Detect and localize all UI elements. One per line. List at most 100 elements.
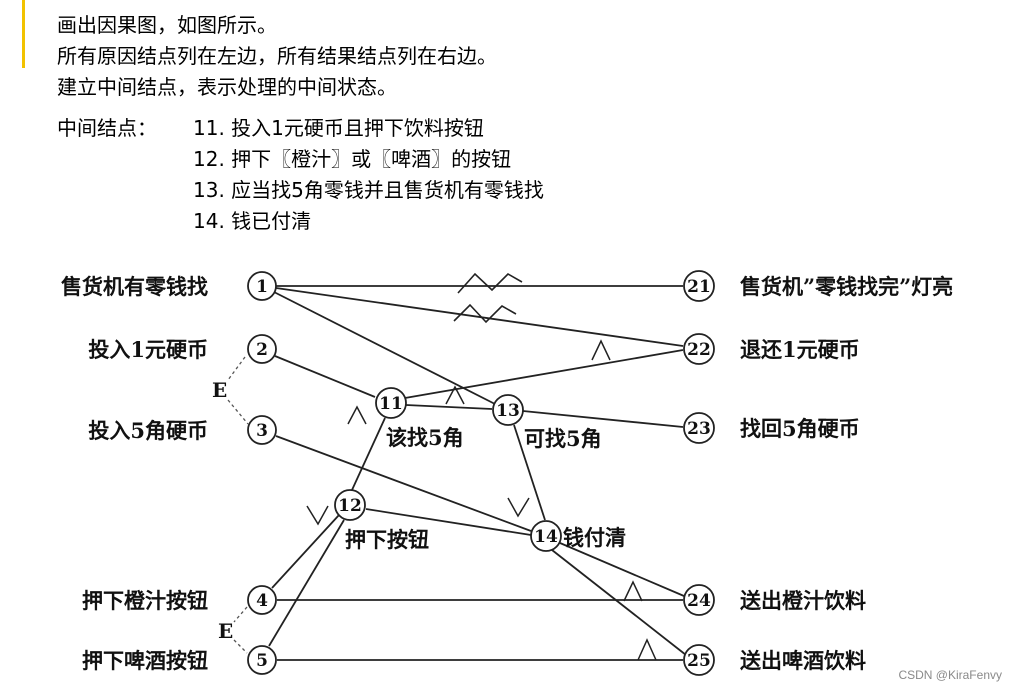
node-1: 1	[247, 271, 277, 301]
node-24: 24	[683, 584, 715, 616]
intermediate-label-12: 押下按钮	[345, 527, 429, 552]
effect-label-25: 送出啤酒饮料	[740, 648, 866, 673]
effect-label-21: 售货机”零钱找完”灯亮	[740, 274, 953, 299]
cause-label-1: 售货机有零钱找	[61, 274, 208, 299]
and-mark-24	[623, 580, 643, 602]
intermediate-nodes-list: 11. 投入1元硬币且押下饮料按钮 12. 押下〖橙汁〗或〖啤酒〗的按钮 13.…	[193, 113, 544, 237]
intermediate-nodes: 11 12 13 14	[334, 387, 562, 552]
node-21: 21	[683, 270, 715, 302]
node-circle	[683, 270, 715, 302]
and-mark-22	[591, 339, 611, 361]
cause-label-4: 押下橙汁按钮	[82, 588, 208, 613]
and-mark-13	[445, 385, 465, 405]
edge-13-14	[513, 424, 546, 521]
node-circle	[334, 489, 366, 521]
watermark: CSDN @KiraFenvy	[898, 668, 1002, 682]
or-mark-12	[306, 505, 329, 526]
node-number: 25	[687, 651, 711, 671]
not-mark-1-22	[453, 303, 517, 324]
intermediate-item-14: 14. 钱已付清	[193, 209, 312, 233]
intermediate-nodes-label: 中间结点：	[57, 116, 157, 140]
constraint-line-5	[233, 639, 248, 654]
node-13: 13	[492, 394, 524, 426]
cause-label-2: 投入1元硬币	[88, 337, 208, 362]
intro-line-2: 所有原因结点列在左边，所有结果结点列在右边。	[57, 44, 497, 68]
node-11: 11	[375, 387, 407, 419]
constraint-e-causes-4-5: E	[218, 619, 233, 643]
intro-line-3: 建立中间结点，表示处理的中间状态。	[57, 75, 397, 99]
node-circle	[683, 333, 715, 365]
node-number: 13	[496, 401, 520, 421]
graph-edges	[268, 285, 687, 661]
node-circle	[683, 584, 715, 616]
effect-label-23: 找回5角硬币	[740, 416, 860, 441]
node-circle	[247, 271, 277, 301]
node-12: 12	[334, 489, 366, 521]
node-number: 21	[687, 277, 711, 297]
node-circle	[247, 645, 277, 675]
edge-4-12	[271, 514, 340, 589]
accent-bar	[22, 0, 25, 68]
cause-nodes: 1 2 3 4 5	[247, 271, 277, 675]
intermediate-labels: 该找5角 押下按钮 可找5角 钱付清	[345, 425, 626, 552]
node-number: 12	[338, 496, 362, 516]
edge-1-22	[275, 287, 684, 347]
node-circle	[683, 412, 715, 444]
node-25: 25	[683, 644, 715, 676]
constraint-lines	[227, 356, 249, 654]
intermediate-item-11: 11. 投入1元硬币且押下饮料按钮	[193, 116, 484, 140]
or-mark-14	[507, 497, 530, 518]
edge-11-22	[404, 349, 684, 399]
edge-1-13	[273, 291, 496, 405]
node-2: 2	[247, 334, 277, 364]
node-circle	[247, 415, 277, 445]
node-circle	[247, 334, 277, 364]
node-number: 23	[687, 419, 711, 439]
cause-label-3: 投入5角硬币	[88, 418, 208, 443]
node-circle	[492, 394, 524, 426]
effect-labels: 售货机”零钱找完”灯亮 退还1元硬币 找回5角硬币 送出橙汁饮料 送出啤酒饮料	[740, 274, 953, 673]
intermediate-item-13: 13. 应当找5角零钱并且售货机有零钱找	[193, 178, 544, 202]
edge-13-23	[522, 410, 684, 428]
not-mark-1-21	[457, 272, 523, 294]
intermediate-label-11: 该找5角	[386, 425, 464, 450]
node-number: 22	[687, 340, 711, 360]
constraint-line-4	[233, 606, 248, 623]
edge-12-14	[365, 508, 532, 536]
edge-3-14	[275, 435, 532, 532]
intermediate-label-13: 可找5角	[524, 426, 602, 451]
node-number: 5	[256, 651, 268, 671]
node-number: 1	[256, 277, 268, 297]
constraint-e-causes-2-3: E	[212, 378, 227, 402]
node-number: 3	[256, 421, 268, 441]
edge-5-12	[268, 519, 345, 647]
logic-marks	[306, 339, 657, 661]
node-5: 5	[247, 645, 277, 675]
node-23: 23	[683, 412, 715, 444]
constraint-line-2	[227, 356, 246, 381]
node-4: 4	[247, 585, 277, 615]
and-mark-25	[637, 638, 657, 661]
node-14: 14	[530, 520, 562, 552]
and-mark-11	[347, 405, 367, 425]
edge-14-24	[559, 542, 685, 597]
constraint-line-3	[227, 399, 249, 425]
node-circle	[375, 387, 407, 419]
node-number: 11	[379, 394, 403, 414]
intermediate-item-12: 12. 押下〖橙汁〗或〖啤酒〗的按钮	[193, 147, 512, 171]
node-22: 22	[683, 333, 715, 365]
intro-text: 画出因果图，如图所示。 所有原因结点列在左边，所有结果结点列在右边。 建立中间结…	[57, 10, 497, 103]
effect-nodes: 21 22 23 24 25	[683, 270, 715, 676]
edge-11-12	[351, 417, 386, 491]
node-3: 3	[247, 415, 277, 445]
cause-labels: 售货机有零钱找 投入1元硬币 投入5角硬币 押下橙汁按钮 押下啤酒按钮	[61, 274, 208, 673]
not-marks	[453, 272, 523, 324]
node-circle	[530, 520, 562, 552]
edge-11-13	[405, 404, 493, 410]
node-circle	[247, 585, 277, 615]
edge-2-11	[274, 355, 376, 398]
node-number: 4	[256, 591, 268, 611]
intermediate-label-14: 钱付清	[563, 525, 626, 550]
effect-label-24: 送出橙汁饮料	[740, 588, 866, 613]
